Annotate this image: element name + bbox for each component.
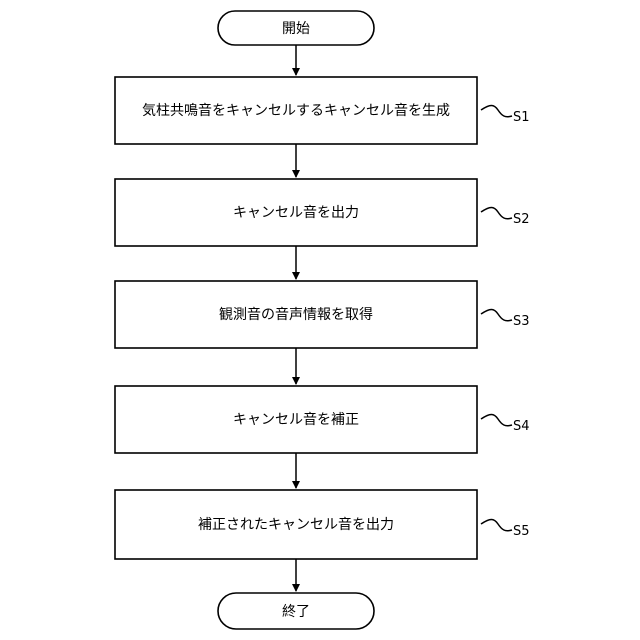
start-terminal: 開始 xyxy=(218,11,374,45)
step-s4-leader xyxy=(481,415,512,426)
step-s5-leader xyxy=(481,520,512,531)
step-s1-leader xyxy=(481,106,512,117)
end-terminal: 終了 xyxy=(218,593,374,629)
start-label: 開始 xyxy=(282,21,310,37)
step-s3-label: 観測音の音声情報を取得 xyxy=(219,306,373,323)
step-s2: キャンセル音を出力 xyxy=(115,179,477,246)
step-s2-label: キャンセル音を出力 xyxy=(233,204,359,221)
step-s1: 気柱共鳴音をキャンセルするキャンセル音を生成 xyxy=(115,77,477,144)
step-s2-leader xyxy=(481,208,512,219)
step-s3: 観測音の音声情報を取得 xyxy=(115,281,477,348)
step-s3-leader xyxy=(481,310,512,321)
step-s2-ref: S2 xyxy=(513,212,530,227)
step-s1-label: 気柱共鳴音をキャンセルするキャンセル音を生成 xyxy=(142,102,450,119)
end-label: 終了 xyxy=(282,604,310,620)
step-s5-label: 補正されたキャンセル音を出力 xyxy=(198,516,394,533)
step-s5-ref: S5 xyxy=(513,524,530,539)
step-s5: 補正されたキャンセル音を出力 xyxy=(115,490,477,559)
step-s4-label: キャンセル音を補正 xyxy=(233,411,359,428)
step-s4-ref: S4 xyxy=(513,419,530,434)
step-s3-ref: S3 xyxy=(513,314,530,329)
step-s1-ref: S1 xyxy=(513,110,530,125)
step-s4: キャンセル音を補正 xyxy=(115,386,477,453)
